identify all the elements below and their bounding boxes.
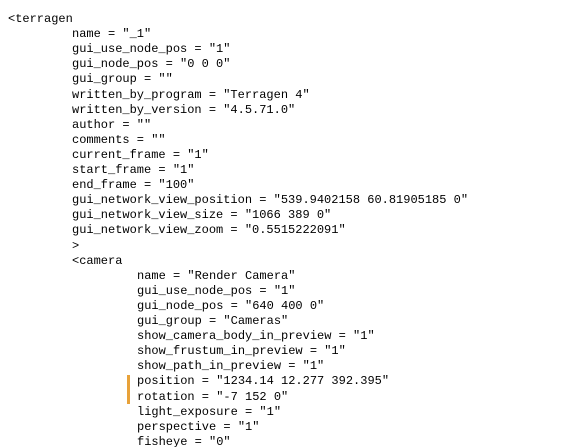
code-line: show_frustum_in_preview = "1" [137, 344, 346, 359]
code-line: light_exposure = "1" [137, 404, 282, 419]
code-line: gui_use_node_pos = "1" [72, 42, 231, 57]
code-line: gui_node_pos = "0 0 0" [72, 57, 231, 72]
code-line: comments = "" [72, 132, 166, 147]
code-line: current_frame = "1" [72, 147, 209, 162]
code-line: end_frame = "100" [72, 178, 195, 193]
code-line: written_by_program = "Terragen 4" [72, 87, 310, 102]
code-line: rotation = "-7 152 0" [137, 389, 289, 404]
code-line: gui_use_node_pos = "1" [137, 283, 296, 298]
code-line: gui_group = "" [72, 72, 173, 87]
change-marker [127, 375, 130, 404]
code-line: written_by_version = "4.5.71.0" [72, 102, 296, 117]
code-line: show_path_in_preview = "1" [137, 359, 325, 374]
code-line: gui_network_view_zoom = "0.5515222091" [72, 223, 346, 238]
code-line: <camera [72, 253, 123, 268]
code-line: author = "" [72, 117, 152, 132]
code-line: > [72, 238, 80, 253]
code-line: name = "_1" [72, 27, 152, 42]
code-line: gui_group = "Cameras" [137, 314, 289, 328]
code-line: fisheye = "0" [137, 434, 231, 447]
code-line: name = "Render Camera" [137, 268, 296, 283]
code-line: start_frame = "1" [72, 163, 195, 177]
code-line: position = "1234.14 12.277 392.395" [137, 374, 390, 389]
code-line: gui_network_view_size = "1066 389 0" [72, 208, 332, 223]
code-line: perspective = "1" [137, 419, 260, 434]
code-line: <terragen [8, 12, 73, 26]
code-line: gui_network_view_position = "539.9402158… [72, 193, 469, 208]
code-line: show_camera_body_in_preview = "1" [137, 329, 375, 344]
code-line: gui_node_pos = "640 400 0" [137, 298, 325, 313]
